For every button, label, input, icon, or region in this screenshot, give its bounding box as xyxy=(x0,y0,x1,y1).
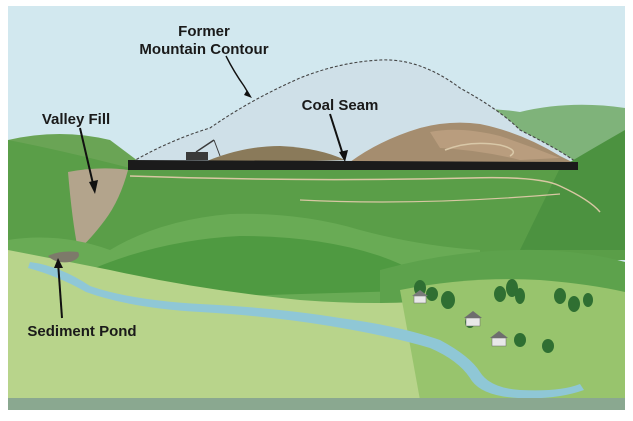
former-mountain-contour-label-line2: Mountain Contour xyxy=(139,41,268,58)
house-icon xyxy=(490,331,508,347)
coal-seam xyxy=(128,160,578,170)
valley-fill-label: Valley Fill xyxy=(42,111,110,128)
tree-cluster xyxy=(414,279,593,353)
contour-road-1 xyxy=(129,175,601,213)
dragline-icon xyxy=(186,139,221,160)
valley-meadow-right xyxy=(400,279,625,400)
sediment-pond xyxy=(48,251,79,263)
mountain-right-slope xyxy=(520,130,625,250)
valley-fill xyxy=(68,168,128,250)
former-mountain-contour-label-line1: Former xyxy=(178,23,230,40)
contour-road-2 xyxy=(299,193,561,203)
house-icon xyxy=(464,311,482,327)
haul-road xyxy=(444,142,515,157)
valley-fill-pointer xyxy=(79,127,95,189)
sediment-pond-pointer xyxy=(57,261,63,319)
mined-hill-left xyxy=(200,146,345,164)
ground-strip xyxy=(8,398,625,410)
coal-seam-pointer xyxy=(329,113,345,159)
sediment-pond-label: Sediment Pond xyxy=(27,323,136,340)
house-icon xyxy=(412,290,428,304)
former-contour-pointer xyxy=(225,55,251,97)
coal-seam-label: Coal Seam xyxy=(302,97,379,114)
